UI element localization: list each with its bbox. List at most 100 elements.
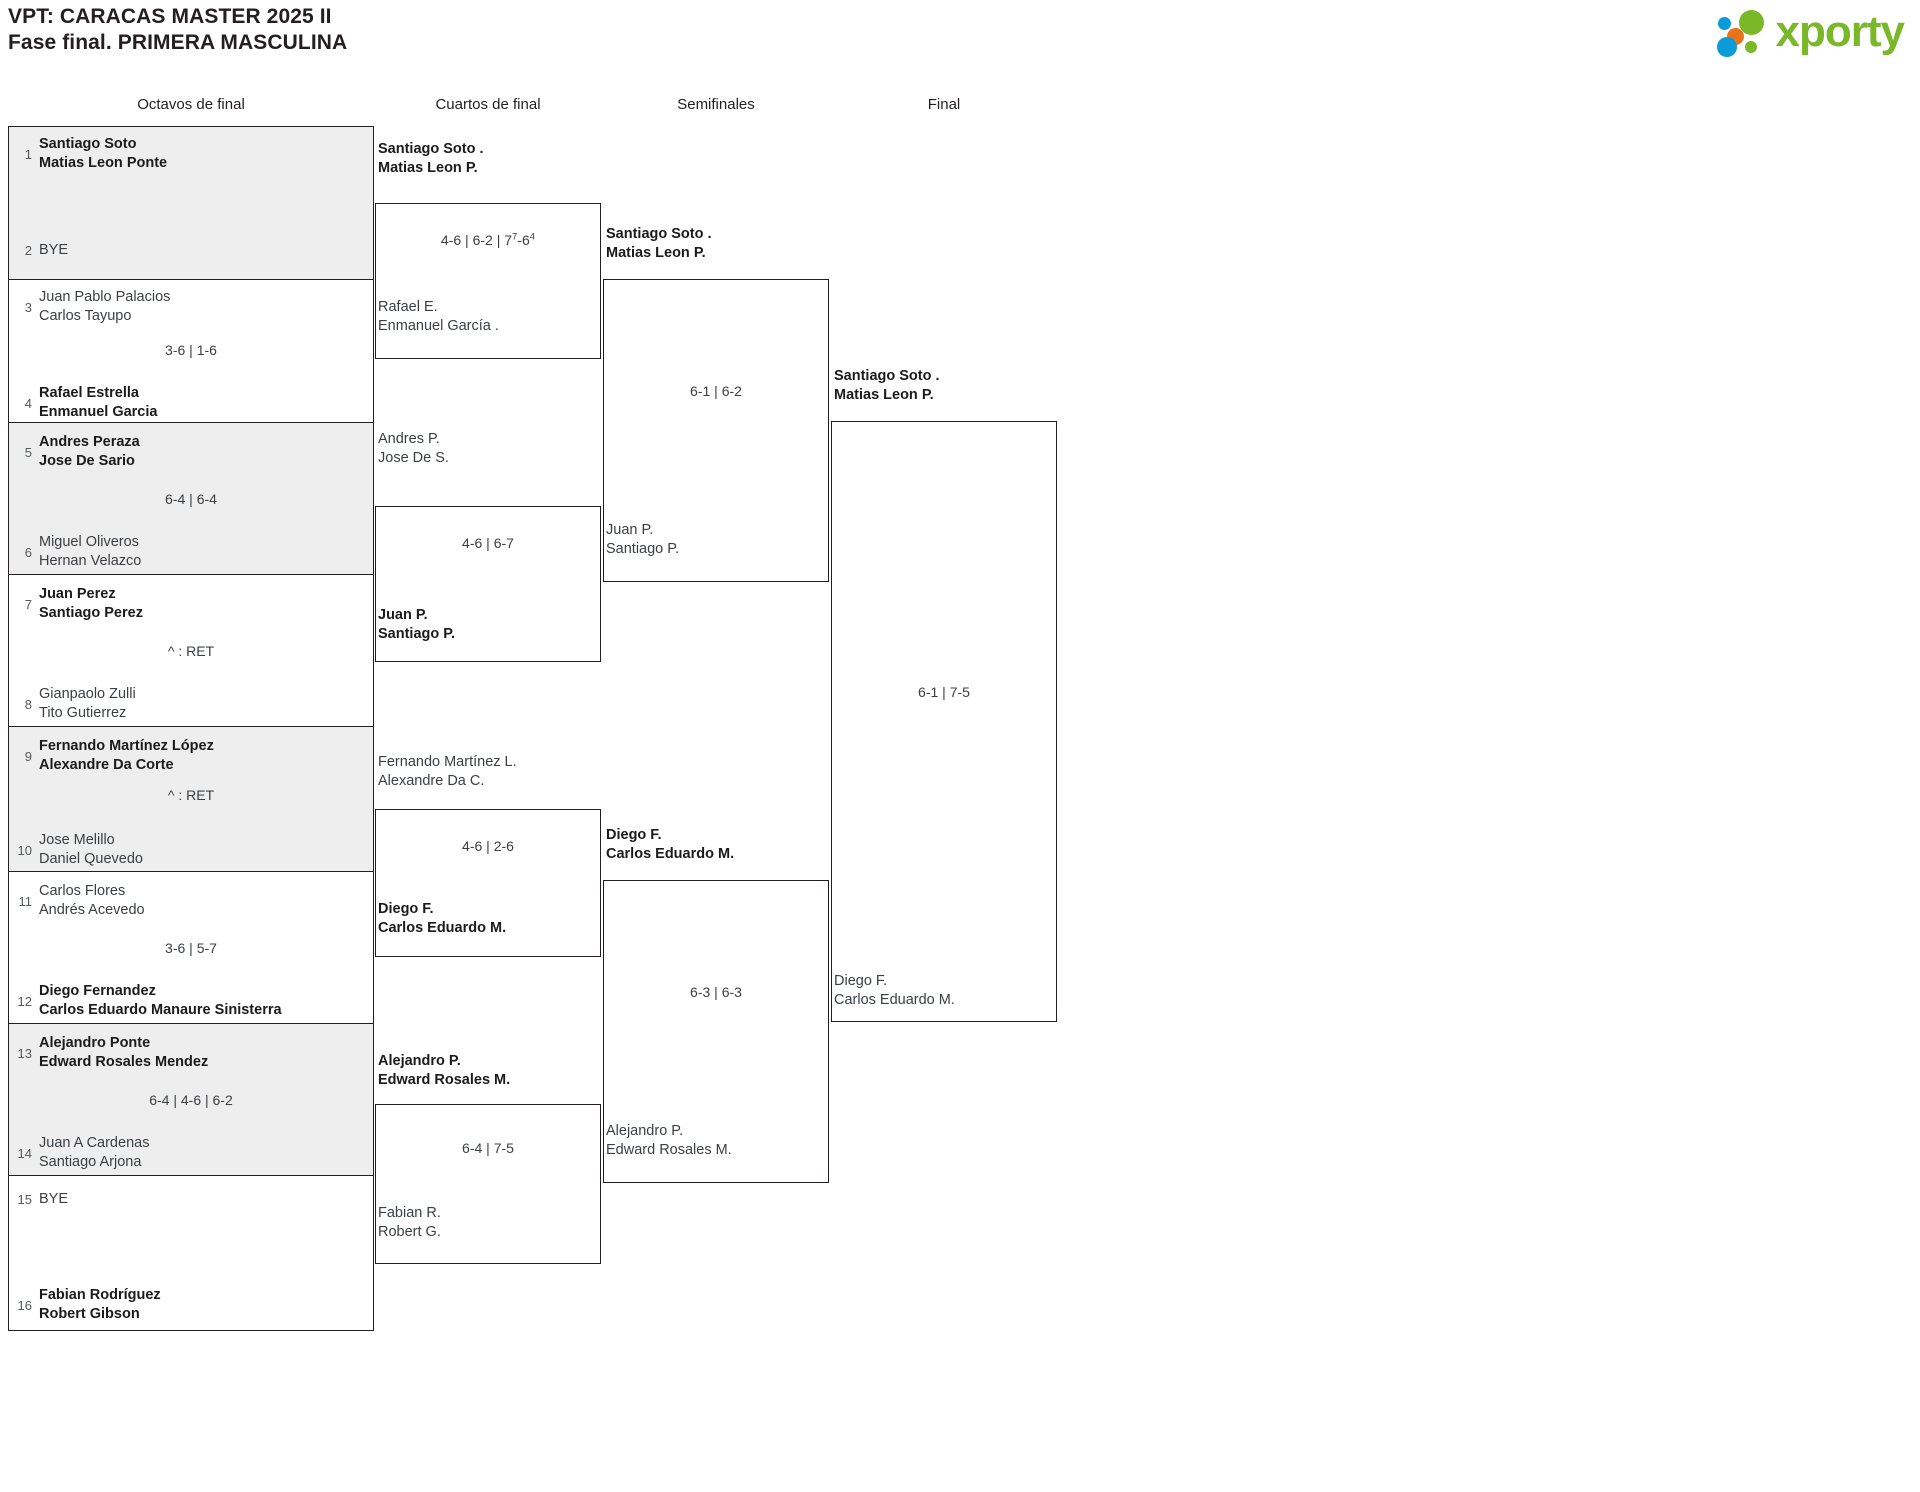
r2-m3-score: 4-6 | 2-6 bbox=[462, 838, 514, 854]
seed-number: 6 bbox=[24, 544, 32, 560]
r3-m2-top-team: Diego F.Carlos Eduardo M. bbox=[606, 827, 735, 862]
team-name: BYE bbox=[39, 1191, 69, 1207]
team-name: BYE bbox=[39, 242, 69, 258]
r4-top-team: Santiago Soto .Matias Leon P. bbox=[834, 368, 940, 403]
r2-m3-top-team: Fernando Martínez L.Alexandre Da C. bbox=[378, 754, 517, 789]
xporty-dots-icon bbox=[1716, 8, 1772, 57]
seed-number: 16 bbox=[17, 1297, 32, 1313]
seed-number: 11 bbox=[18, 893, 33, 909]
seed-number: 2 bbox=[24, 243, 32, 258]
r1-m5-score: ^ : RET bbox=[167, 787, 215, 803]
r3-match-2[interactable] bbox=[603, 880, 829, 1183]
seed-number: 5 bbox=[24, 444, 32, 460]
r3-m2-bottom-team: Alejandro P.Edward Rosales M. bbox=[606, 1123, 732, 1158]
r1-m2-score: 3-6 | 1-6 bbox=[165, 342, 217, 358]
seed-number: 7 bbox=[24, 596, 32, 612]
seed-number: 15 bbox=[17, 1192, 32, 1207]
r2-match-3[interactable] bbox=[375, 809, 601, 957]
seed-number: 8 bbox=[24, 696, 32, 712]
seed-number: 10 bbox=[17, 842, 32, 858]
round-heading-semifinales: Semifinales bbox=[677, 96, 755, 113]
tournament-subtitle: Fase final. PRIMERA MASCULINA bbox=[8, 31, 348, 54]
r3-match-1[interactable] bbox=[603, 279, 829, 582]
r2-m2-score: 4-6 | 6-7 bbox=[462, 535, 514, 551]
seed-number: 4 bbox=[24, 395, 32, 411]
logo-dot-green-small bbox=[1744, 41, 1757, 53]
r3-m1-bottom-team: Juan P.Santiago P. bbox=[606, 522, 680, 557]
r2-m1-bottom-team: Rafael E.Enmanuel García . bbox=[378, 299, 499, 334]
r2-m4-top-team: Alejandro P.Edward Rosales M. bbox=[378, 1053, 511, 1088]
r4-bottom-team: Diego F.Carlos Eduardo M. bbox=[834, 973, 955, 1008]
r2-m1-score: 4-6 | 6-2 | 77-64 bbox=[440, 231, 536, 248]
r1-m1-bottom-slot[interactable]: 2 BYE bbox=[9, 241, 373, 260]
r2-m2-bottom-team: Juan P.Santiago P. bbox=[378, 607, 456, 642]
logo-dot-green-large bbox=[1738, 10, 1764, 35]
r2-m2-top-team: Andres P.Jose De S. bbox=[378, 431, 449, 466]
xporty-logo: xporty bbox=[1716, 7, 1905, 57]
r2-match-1[interactable] bbox=[375, 203, 601, 359]
r2-match-4[interactable] bbox=[375, 1104, 601, 1264]
r3-m1-top-team: Santiago Soto .Matias Leon P. bbox=[606, 226, 712, 261]
tournament-title: VPT: CARACAS MASTER 2025 II bbox=[8, 5, 332, 28]
r4-match-1[interactable] bbox=[831, 421, 1057, 1022]
r3-m1-score: 6-1 | 6-2 bbox=[690, 383, 742, 399]
page-header: VPT: CARACAS MASTER 2025 II Fase final. … bbox=[0, 0, 1920, 70]
r1-m8-top-slot[interactable]: 15 BYE bbox=[9, 1190, 373, 1209]
r1-m7-score: 6-4 | 4-6 | 6-2 bbox=[149, 1092, 233, 1108]
r2-m3-bottom-team: Diego F.Carlos Eduardo M. bbox=[378, 901, 507, 936]
r2-match-2[interactable] bbox=[375, 506, 601, 662]
r4-score: 6-1 | 7-5 bbox=[918, 684, 970, 700]
logo-wordmark: xporty bbox=[1775, 7, 1905, 56]
seed-number: 3 bbox=[24, 299, 32, 315]
r2-m4-score: 6-4 | 7-5 bbox=[462, 1140, 514, 1156]
r1-m6-score: 3-6 | 5-7 bbox=[165, 940, 217, 956]
seed-number: 14 bbox=[17, 1145, 32, 1161]
seed-number: 13 bbox=[17, 1045, 32, 1061]
r1-m3-score: 6-4 | 6-4 bbox=[165, 491, 217, 507]
r3-m2-score: 6-3 | 6-3 bbox=[690, 984, 742, 1000]
seed-number: 1 bbox=[24, 146, 32, 162]
round-heading-final: Final bbox=[927, 96, 961, 113]
r2-m4-bottom-team: Fabian R.Robert G. bbox=[378, 1205, 441, 1240]
logo-dot-blue-small bbox=[1717, 17, 1731, 30]
r1-m4-score: ^ : RET bbox=[167, 643, 215, 659]
r2-m1-top-team: Santiago Soto .Matias Leon P. bbox=[378, 141, 484, 176]
